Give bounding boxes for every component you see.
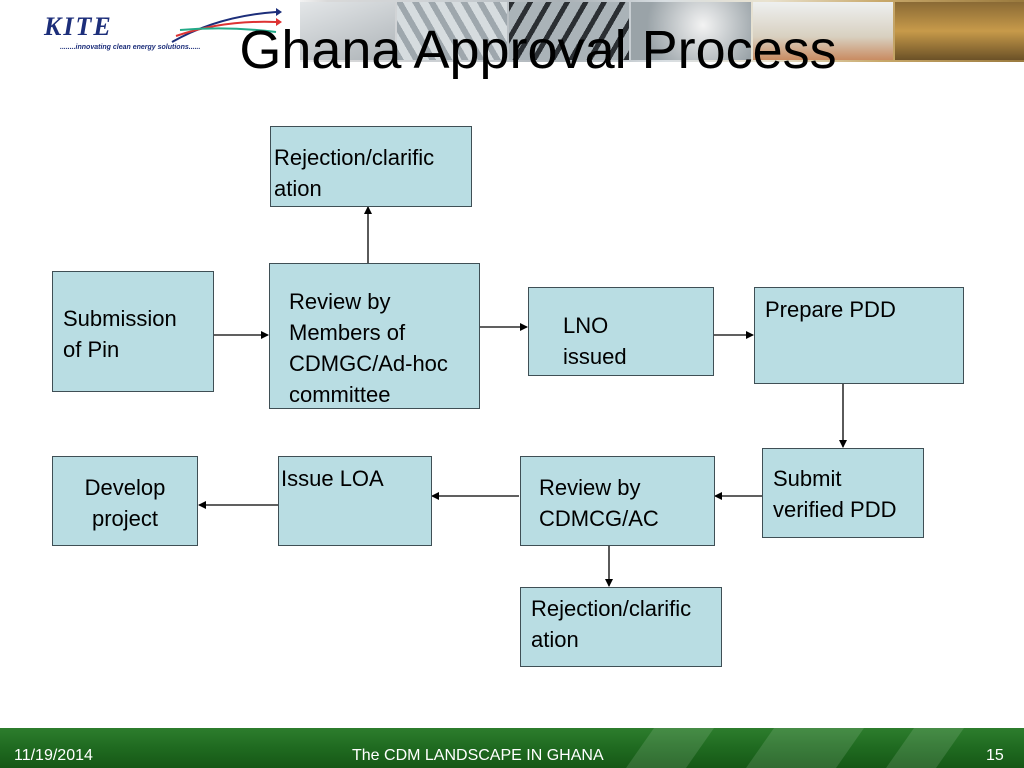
box-review-members: Review by Members of CDMGC/Ad-hoc commit… bbox=[269, 263, 480, 409]
box-develop-project: Develop project bbox=[52, 456, 198, 546]
header-banner: KITE ........innovating clean energy sol… bbox=[0, 0, 1024, 62]
box-rejection-bottom-line-1: Rejection/clarific bbox=[531, 596, 692, 621]
box-review-members-line-3: CDMGC/Ad-hoc bbox=[289, 351, 448, 376]
box-rejection-bottom-line-2: ation bbox=[531, 627, 579, 652]
box-review-members-line-2: Members of bbox=[289, 320, 406, 345]
header-photo-5 bbox=[753, 2, 893, 60]
header-photo-1 bbox=[300, 2, 395, 60]
box-rejection-top: Rejection/clarific ation bbox=[270, 126, 472, 207]
header-photo-strip bbox=[300, 2, 1024, 60]
logo-tagline: ........innovating clean energy solution… bbox=[60, 44, 201, 51]
box-rejection-bottom: Rejection/clarific ation bbox=[520, 587, 722, 667]
logo-swoosh-icon bbox=[171, 8, 282, 43]
box-lno-issued: LNO issued bbox=[528, 287, 714, 376]
header-photo-4 bbox=[631, 2, 751, 60]
box-submission-line-2: of Pin bbox=[63, 337, 120, 362]
box-review-cdmcg-line-2: CDMCG/AC bbox=[539, 506, 659, 531]
box-rejection-top-line-2: ation bbox=[274, 176, 322, 201]
footer-date: 11/19/2014 bbox=[14, 747, 93, 764]
header-photo-2 bbox=[397, 2, 507, 60]
box-submit-verified-pdd: Submit verified PDD bbox=[762, 448, 924, 538]
footer-page-number: 15 bbox=[986, 747, 1004, 764]
footer-bar: 11/19/2014 The CDM LANDSCAPE IN GHANA 15 bbox=[0, 728, 1024, 768]
box-develop-line-1: Develop bbox=[84, 475, 166, 500]
box-issue-loa-line-1: Issue LOA bbox=[281, 466, 384, 491]
page-title: Ghana Approval Process bbox=[239, 20, 837, 80]
header-photo-3 bbox=[509, 2, 629, 60]
box-submit-verified-line-2: verified PDD bbox=[773, 497, 897, 522]
footer-stripe-2 bbox=[745, 728, 865, 768]
box-rejection-top-line-1: Rejection/clarific bbox=[274, 145, 435, 170]
box-submission-line-1: Submission bbox=[63, 306, 177, 331]
box-review-cdmcg-line-1: Review by bbox=[539, 475, 641, 500]
box-review-members-line-1: Review by bbox=[289, 289, 391, 314]
box-submit-verified-line-1: Submit bbox=[773, 466, 842, 491]
footer-title: The CDM LANDSCAPE IN GHANA bbox=[352, 747, 604, 764]
header-photo-6 bbox=[895, 2, 1024, 60]
box-lno-line-1: LNO bbox=[563, 313, 609, 338]
box-prepare-pdd: Prepare PDD bbox=[754, 287, 964, 384]
logo-wordmark: KITE bbox=[44, 12, 113, 41]
footer-stripe-1 bbox=[625, 728, 715, 768]
box-review-cdmcg: Review by CDMCG/AC bbox=[520, 456, 715, 546]
kite-logo: KITE ........innovating clean energy sol… bbox=[0, 0, 300, 62]
box-develop-line-2: project bbox=[91, 506, 159, 531]
box-prepare-pdd-line-1: Prepare PDD bbox=[765, 297, 896, 322]
box-review-members-line-4: committee bbox=[289, 382, 391, 407]
footer-stripe-3 bbox=[885, 728, 965, 768]
box-lno-line-2: issued bbox=[563, 344, 627, 369]
box-submission-of-pin: Submission of Pin bbox=[52, 271, 214, 392]
box-issue-loa: Issue LOA bbox=[278, 456, 432, 546]
